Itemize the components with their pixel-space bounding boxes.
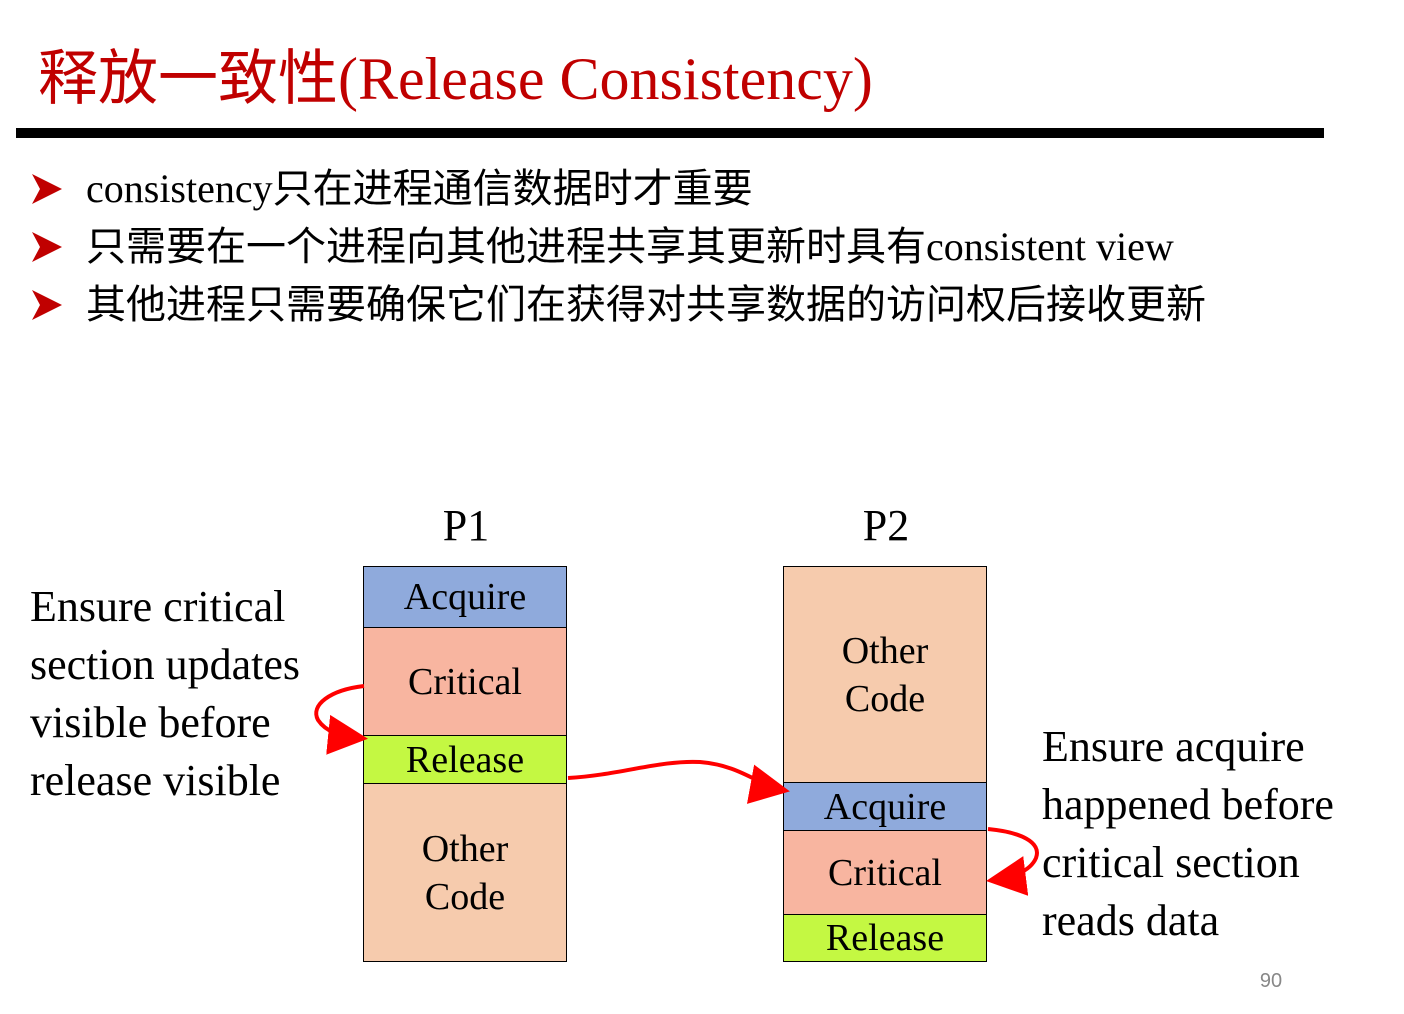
p1-other-code-block: Other Code — [364, 783, 566, 961]
left-curved-arrow — [314, 684, 368, 755]
bullet-arrow-icon — [32, 174, 62, 204]
p2-label: P2 — [862, 501, 910, 550]
bullet-text: 只需要在一个进程向其他进程共享其更新时具有consistent view — [86, 224, 1174, 269]
p2-critical-block: Critical — [784, 830, 986, 914]
title-divider — [16, 128, 1324, 138]
bullet-item: 其他进程只需要确保它们在获得对共享数据的访问权后接收更新 — [30, 276, 1370, 334]
p2-stack: Other Code Acquire Critical Release — [783, 566, 987, 962]
p2-release-block: Release — [784, 914, 986, 961]
bullet-text: 其他进程只需要确保它们在获得对共享数据的访问权后接收更新 — [86, 282, 1206, 327]
p2-acquire-block: Acquire — [784, 782, 986, 830]
left-note: Ensure critical section updates visible … — [30, 582, 301, 805]
page-number: 90 — [1259, 970, 1283, 992]
right-note: Ensure acquire happened before critical … — [1042, 722, 1334, 945]
bullet-item: consistency只在进程通信数据时才重要 — [30, 160, 1370, 218]
bullet-list: consistency只在进程通信数据时才重要 只需要在一个进程向其他进程共享其… — [30, 160, 1370, 334]
bullet-arrow-icon — [32, 290, 62, 320]
p1-critical-block: Critical — [364, 627, 566, 735]
bullet-item: 只需要在一个进程向其他进程共享其更新时具有consistent view — [30, 218, 1370, 276]
right-curved-arrow — [986, 827, 1039, 896]
p1-label: P1 — [442, 501, 490, 550]
p2-other-code-block: Other Code — [784, 567, 986, 782]
p1-release-block: Release — [364, 735, 566, 783]
slide-title: 释放一致性(Release Consistency) — [38, 46, 873, 112]
bullet-text: consistency只在进程通信数据时才重要 — [86, 166, 753, 211]
bullet-arrow-icon — [32, 232, 62, 262]
p1-stack: Acquire Critical Release Other Code — [363, 566, 567, 962]
release-to-acquire-arrow — [567, 759, 790, 804]
p1-acquire-block: Acquire — [364, 567, 566, 627]
